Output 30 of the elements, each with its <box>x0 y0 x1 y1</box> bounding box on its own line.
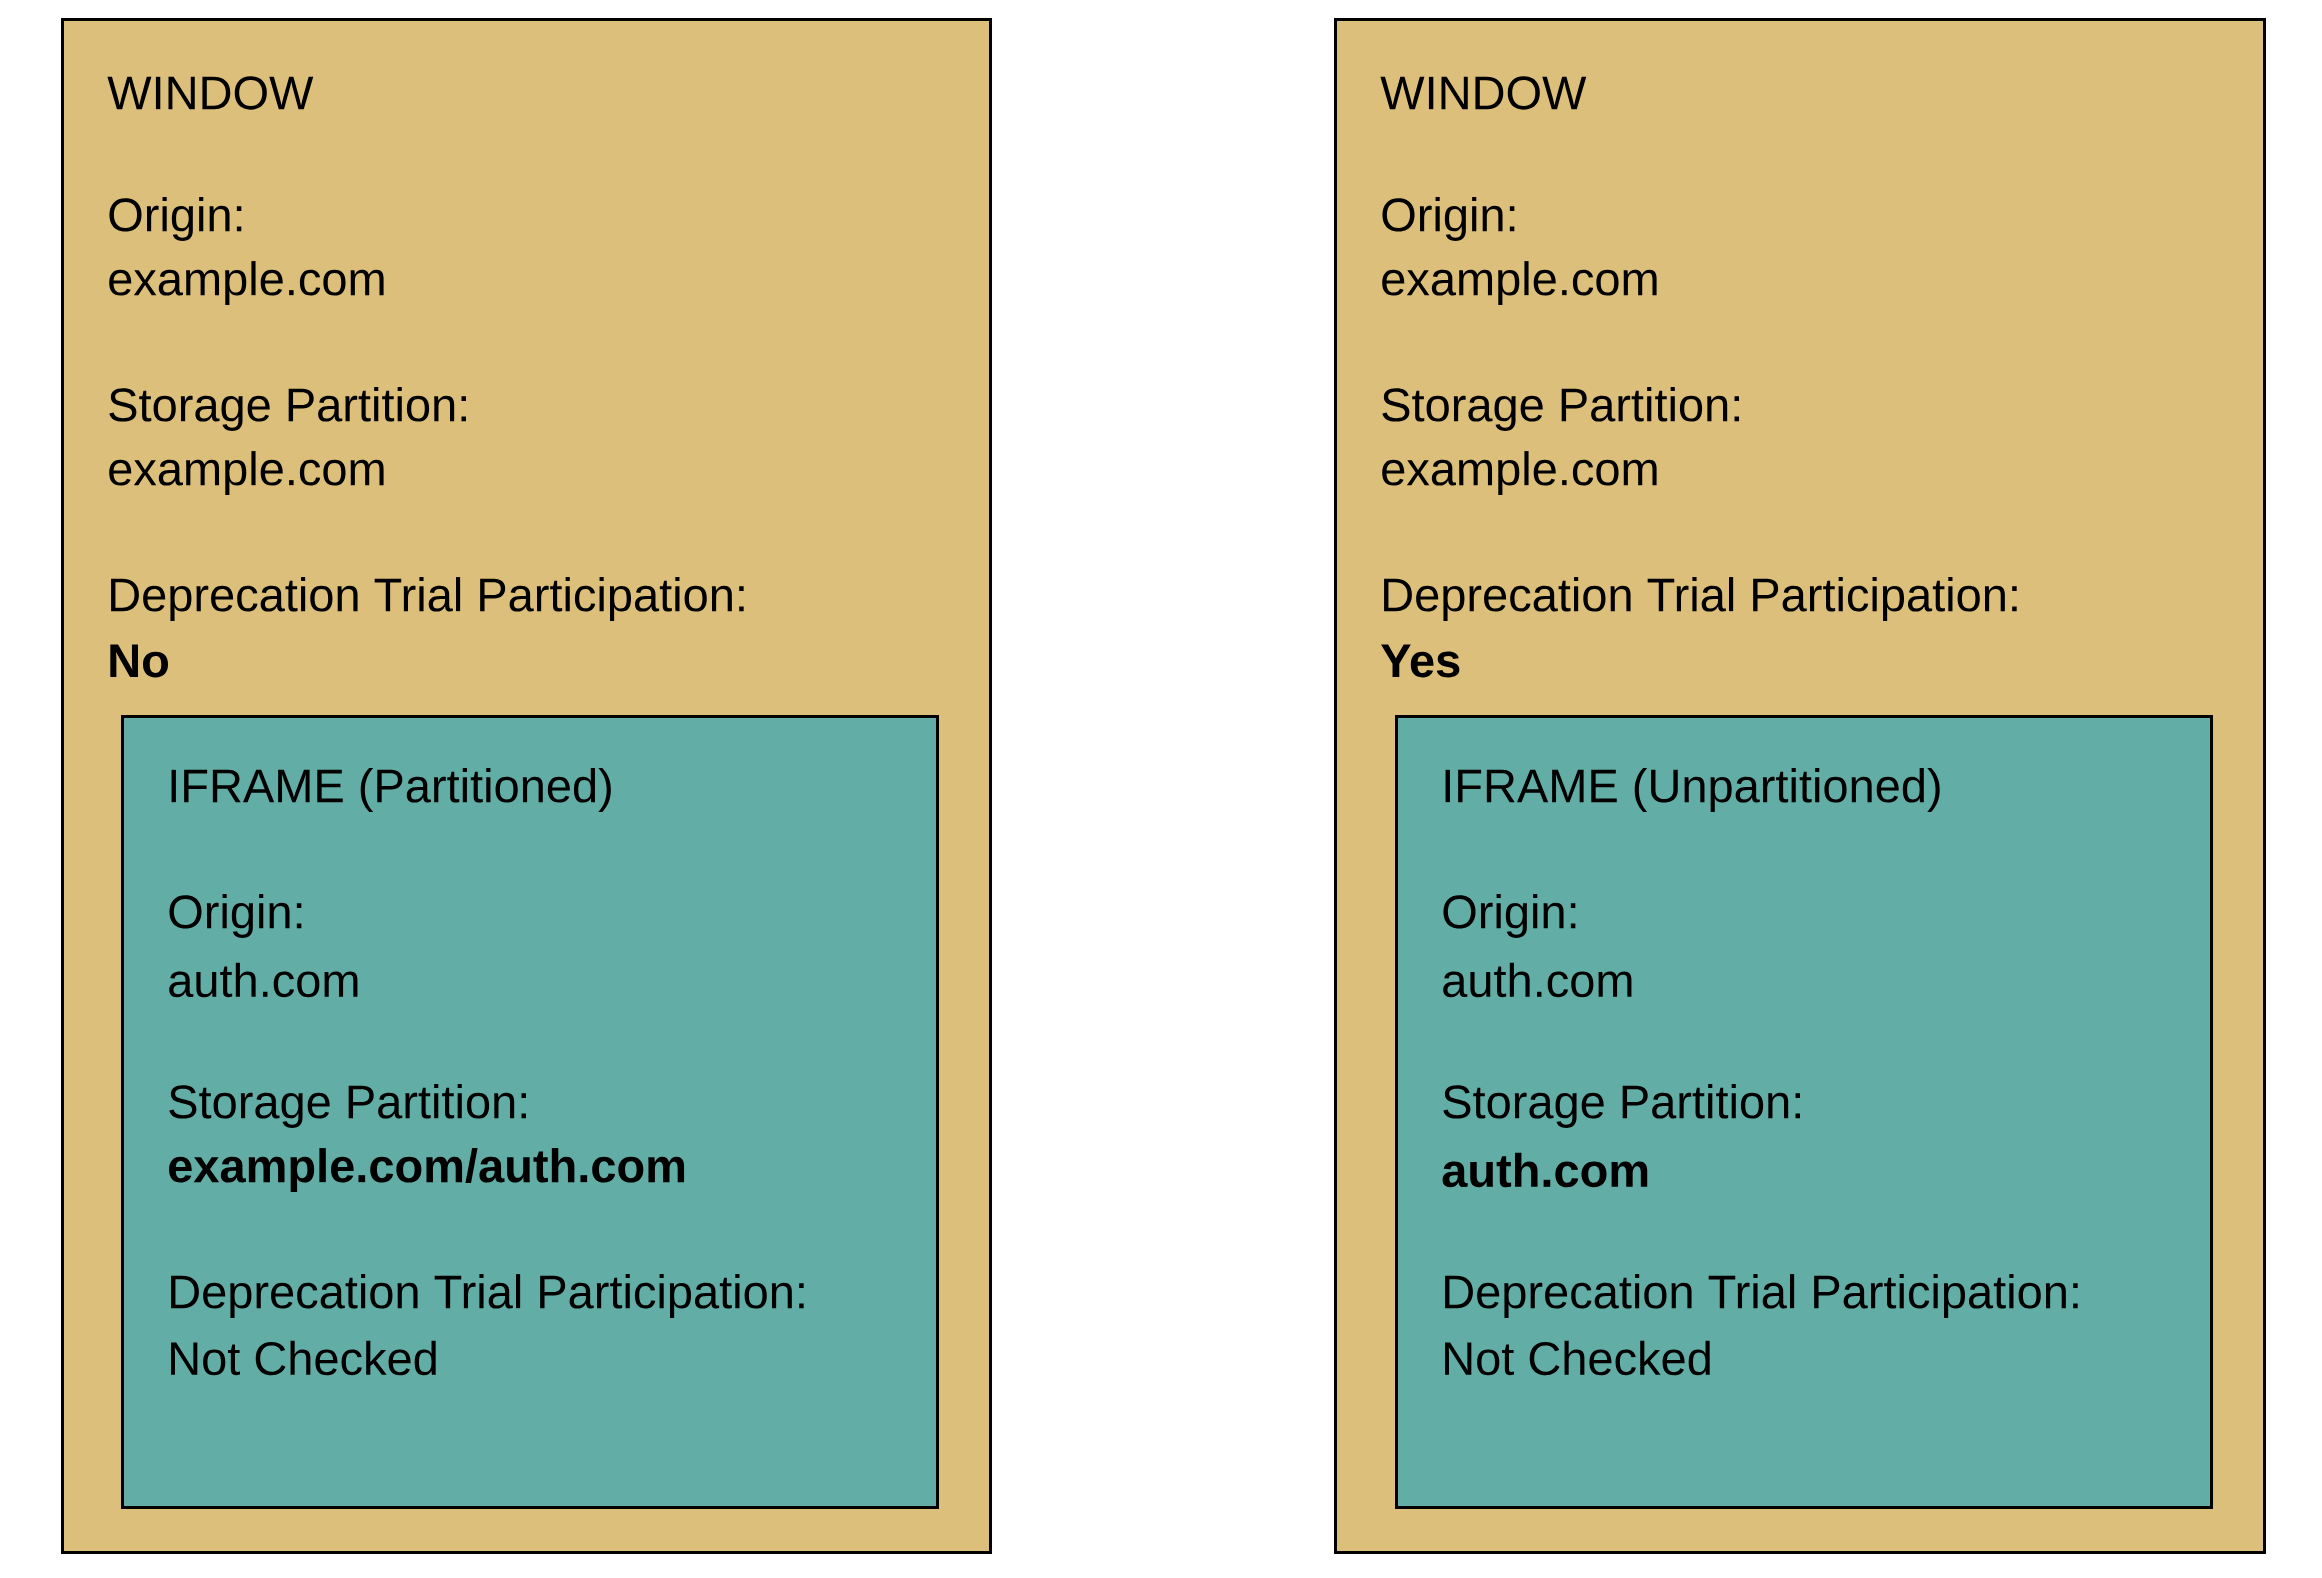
field-value: example.com <box>109 261 384 305</box>
box-heading: IFRAME (Unpartitioned) <box>1445 768 1940 812</box>
field-value: example.com/auth.com <box>169 1148 685 1192</box>
field-label: Deprecation Trial Participation: <box>1384 577 2017 621</box>
field-value: No <box>110 644 168 678</box>
iframe-box <box>121 715 939 1509</box>
field-label: Deprecation Trial Participation: <box>1445 1274 2078 1318</box>
field-value: auth.com <box>1442 1152 1648 1188</box>
box-heading: WINDOW <box>107 76 314 110</box>
field-label: Storage Partition: <box>1443 1084 1800 1128</box>
field-label: Origin: <box>109 197 242 241</box>
field-label: Origin: <box>169 894 302 938</box>
field-label: Origin: <box>1443 894 1576 938</box>
field-value: example.com <box>1382 261 1657 305</box>
field-label: Origin: <box>1382 197 1515 241</box>
iframe-box <box>1395 715 2213 1509</box>
box-heading: IFRAME (Partitioned) <box>171 768 611 812</box>
field-value: auth.com <box>1443 962 1632 998</box>
field-value: auth.com <box>169 962 358 998</box>
field-value: example.com <box>1382 451 1657 495</box>
field-label: Storage Partition: <box>169 1084 526 1128</box>
field-label: Storage Partition: <box>1382 387 1739 431</box>
field-value: Not Checked <box>1445 1340 1710 1376</box>
field-value: Not Checked <box>171 1340 436 1376</box>
field-label: Storage Partition: <box>109 387 466 431</box>
field-label: Deprecation Trial Participation: <box>171 1274 804 1318</box>
field-label: Deprecation Trial Participation: <box>111 577 744 621</box>
field-value: Yes <box>1381 644 1460 678</box>
box-heading: WINDOW <box>1380 76 1587 110</box>
field-value: example.com <box>109 451 384 495</box>
